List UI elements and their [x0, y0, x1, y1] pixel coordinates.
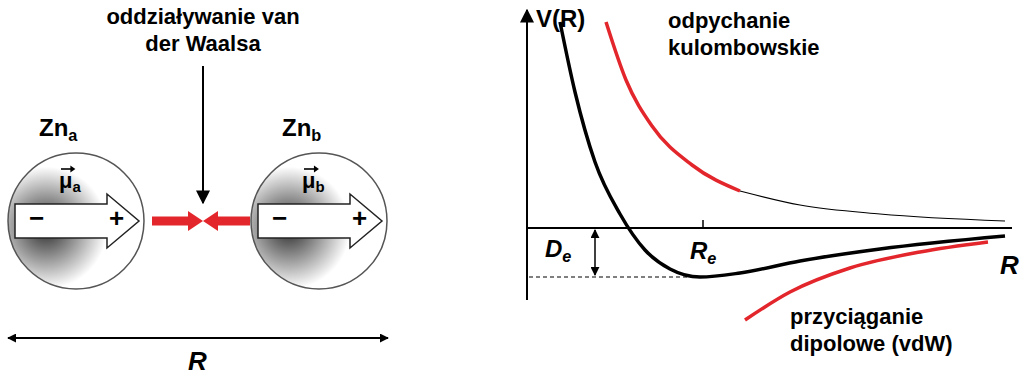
atom-circle: Znbμb−+	[250, 152, 388, 290]
re-tick	[702, 220, 704, 228]
equilibrium-distance-label: Re	[690, 236, 716, 268]
atom-shape	[251, 153, 387, 289]
negative-sign: −	[272, 204, 287, 234]
dipole-moment-symbol: μa	[59, 168, 81, 195]
x-axis	[527, 227, 1012, 229]
potential-curve	[560, 22, 1005, 277]
atom-name: Znb	[282, 114, 321, 144]
distance-dimension	[8, 337, 388, 339]
repulsion-label: odpychanie kulombowskie	[668, 8, 828, 62]
interaction-caption: oddziaływanie van der Waalsa	[106, 4, 300, 58]
dipole-arrow	[258, 194, 382, 248]
y-axis	[526, 10, 528, 300]
positive-sign: +	[352, 204, 367, 234]
depth-arrow	[594, 230, 596, 275]
atom-circle: Znaμa−+	[7, 152, 145, 290]
leader-arrow	[202, 66, 204, 203]
atom-shape	[8, 153, 144, 289]
attraction-label: przyciąganie dipolowe (vdW)	[790, 304, 1005, 358]
repulsion-tail	[740, 191, 1005, 221]
vdw-arrows	[152, 211, 250, 231]
positive-sign: +	[109, 204, 124, 234]
potential-curves	[560, 22, 1005, 320]
depth-dashed-line	[529, 276, 700, 277]
distance-label: R	[188, 346, 207, 378]
atom-outline	[7, 152, 145, 290]
negative-sign: −	[29, 204, 44, 234]
well-depth-label: De	[545, 234, 571, 266]
dipole-arrow	[15, 194, 139, 248]
atom-name: Zna	[39, 114, 77, 144]
axis-label: V(R)	[536, 4, 585, 33]
atom-outline	[250, 152, 388, 290]
axis-label: R	[1000, 250, 1019, 282]
dipole-moment-symbol: μb	[302, 168, 325, 195]
